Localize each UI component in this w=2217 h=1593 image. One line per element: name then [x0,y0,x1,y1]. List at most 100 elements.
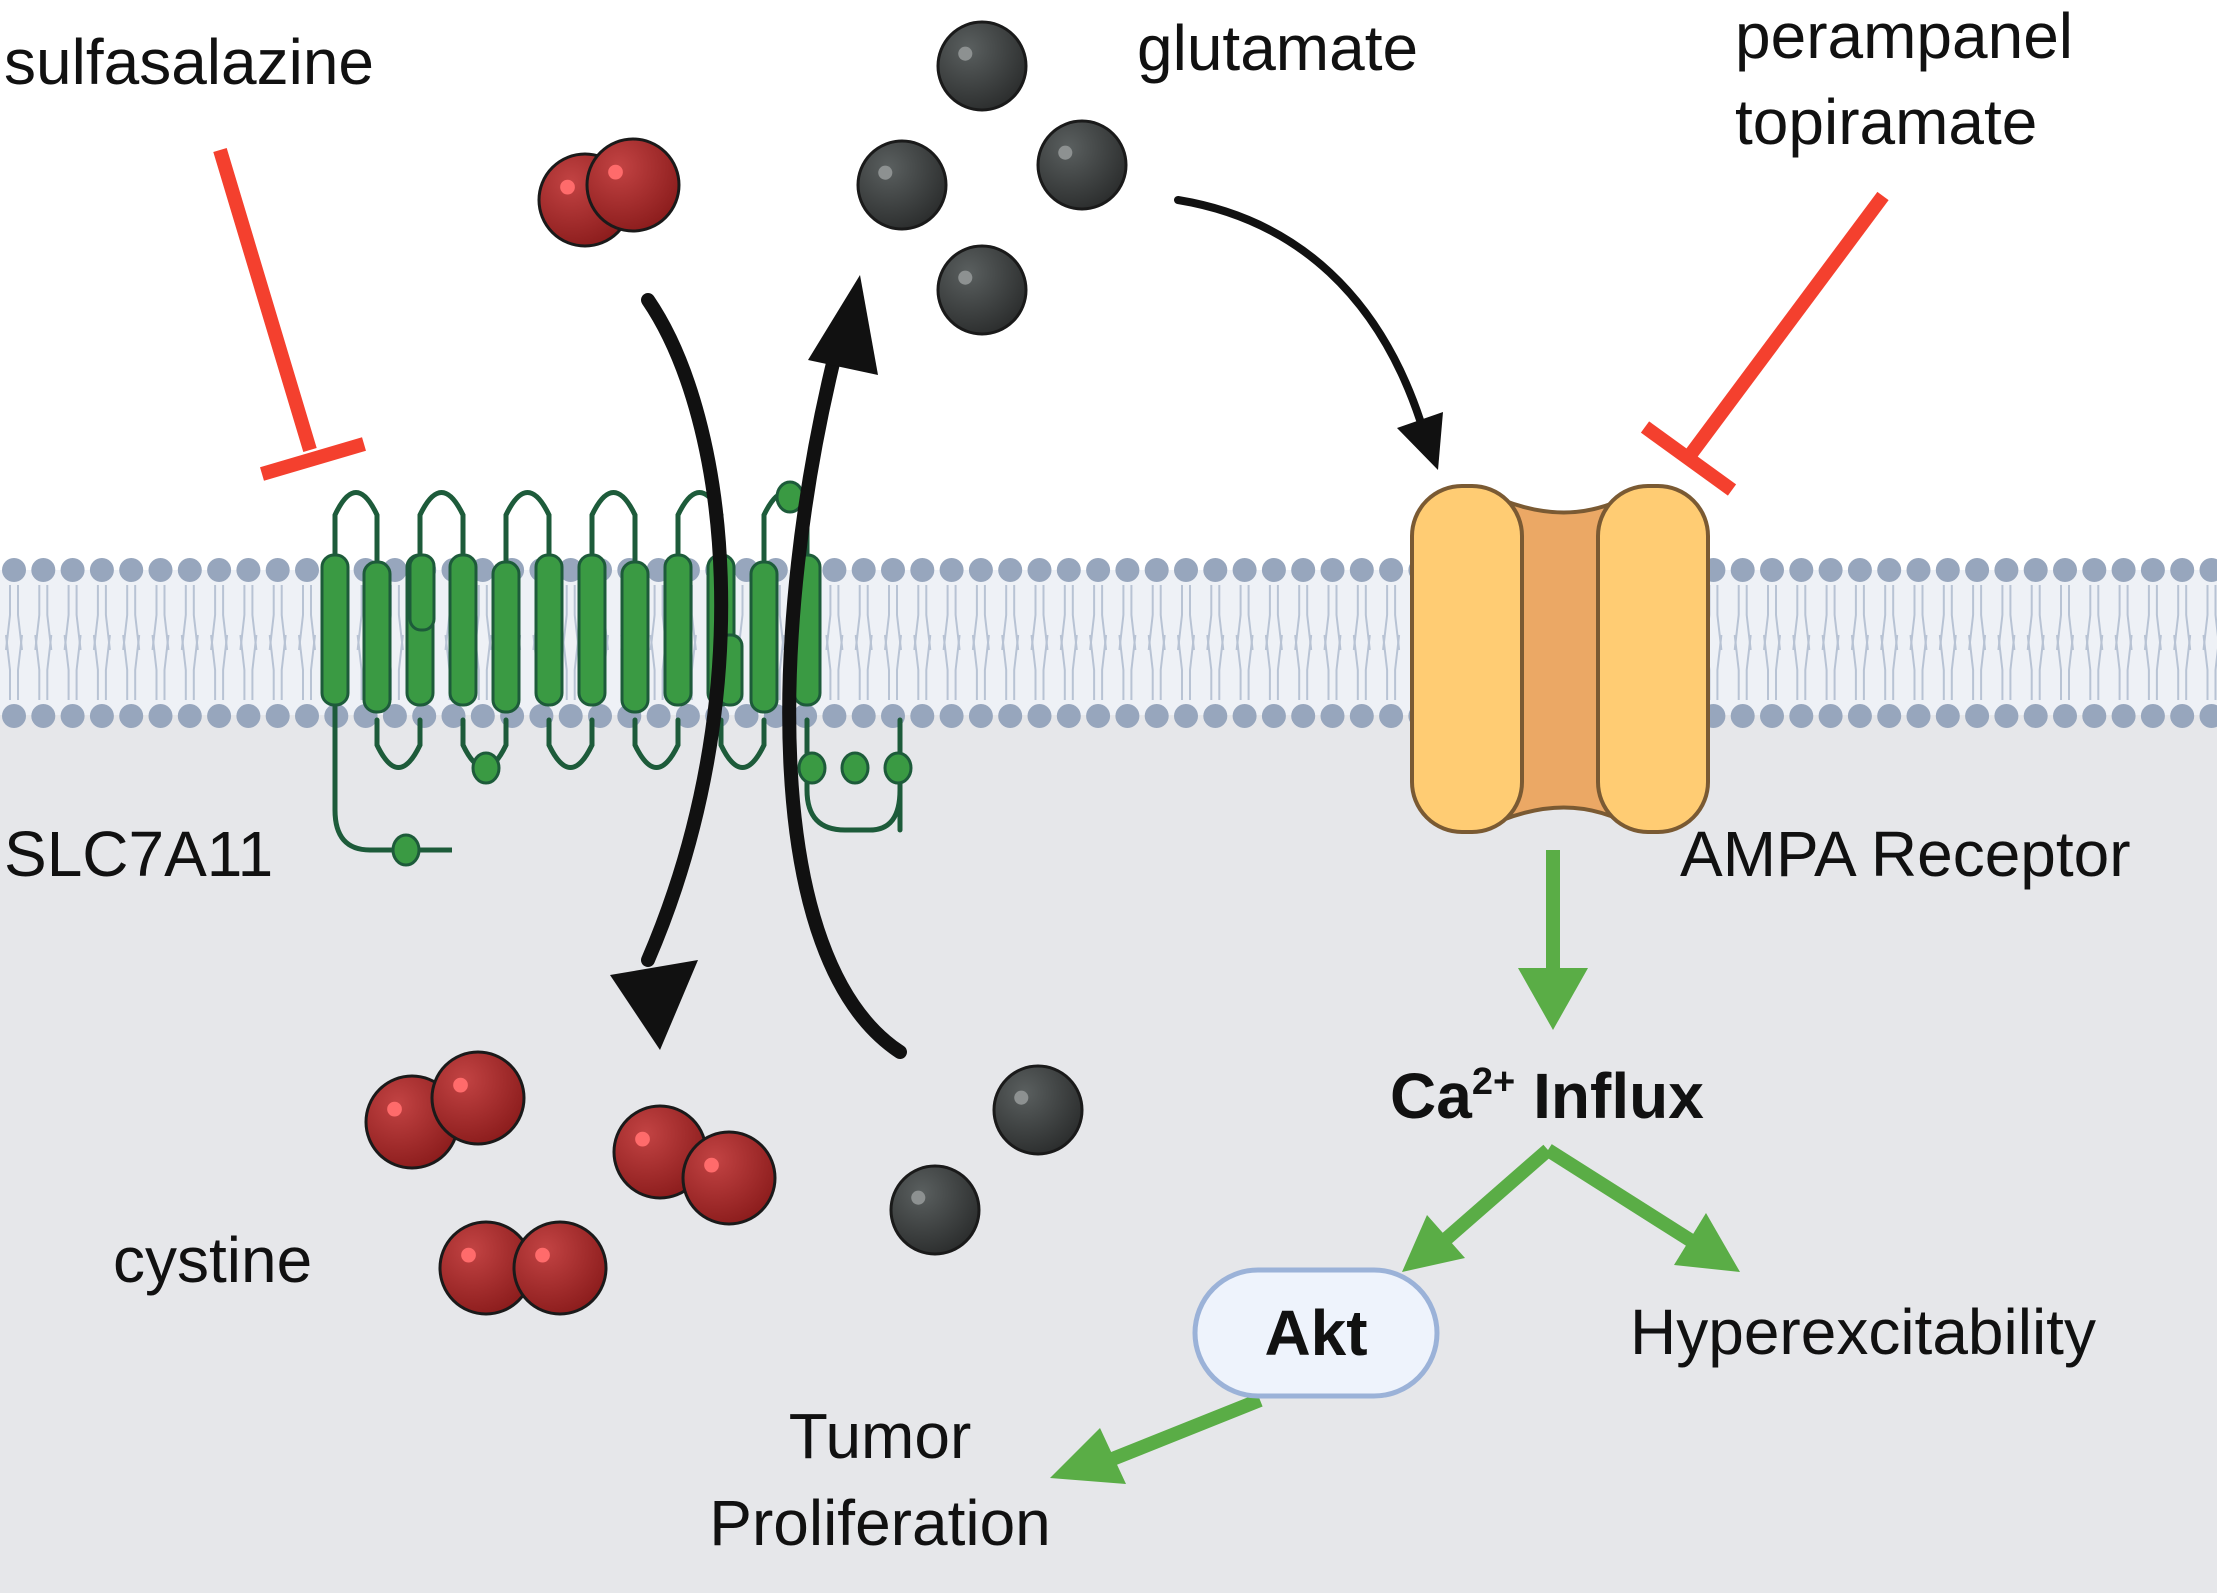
lipid-tail [1909,634,1916,700]
lipid-tail [122,634,129,700]
lipid-tail [983,634,990,700]
perampanel-label: perampanel [1735,0,2073,72]
lipid-tail [925,634,932,700]
lipid-head [998,704,1023,728]
lipid-tail [1880,634,1887,700]
lipid-tail [134,634,141,700]
lipid-tail [2143,634,2150,700]
lipid-head [1115,704,1140,728]
transmembrane-helix [663,553,693,707]
glutamate-molecule-highlight [958,270,973,285]
lipid-tail [310,634,316,700]
lipid-tail [5,634,11,700]
lipid-head [295,704,319,728]
lipid-tail [837,634,844,700]
lipid-head [2,558,26,582]
lipid-head [265,704,290,728]
lipid-tail [2155,634,2162,700]
lipid-head [207,704,232,728]
lipid-head [177,704,202,728]
lipid-tail [1294,634,1301,700]
lipid-tail [46,634,53,700]
lipid-head [295,558,319,582]
lipid-head [89,558,114,582]
ca-text: Ca [1390,1060,1472,1132]
glutamate-molecule [856,139,948,231]
lipid-tail [63,634,70,700]
lipid-head [998,558,1023,582]
lipid-head [119,558,144,582]
lipid-tail [34,634,41,700]
lipid-tail [1264,634,1271,700]
lipid-head [1203,704,1228,728]
lipid-tail [1980,634,1987,700]
lipid-tail [1892,634,1899,700]
molecules [364,20,1128,1316]
lipid-head [1730,558,1755,582]
lipid-tail [778,634,785,700]
slc7a11-label: SLC7A11 [4,818,273,890]
lipid-head [236,704,261,728]
influx-text: Influx [1533,1060,1704,1132]
lipid-head [177,558,202,582]
lipid-head [1935,558,1960,582]
lipid-tail [1071,634,1078,700]
sulfasalazine-label: sulfasalazine [4,26,374,98]
lipid-tail [1147,634,1154,700]
transporter-knob [840,751,870,785]
lipid-tail [2202,634,2209,700]
lipid-tail [104,634,111,700]
lipid-head [1760,704,1784,728]
lipid-tail [1189,634,1195,700]
cystine-import-arrow [610,293,729,1050]
lipid-tail [298,634,304,700]
lipid-tail [1042,634,1049,700]
transporter-loop [332,697,413,853]
lipid-head [851,558,876,582]
akt-label: Akt [1264,1297,1367,1369]
lipid-head [968,704,993,728]
lipid-tail [2097,634,2104,700]
transmembrane-helix [577,553,607,707]
glutamate-molecule [936,20,1028,112]
lipid-head [2199,704,2217,728]
glutamate-to-ampa-arrow [1174,196,1443,470]
transporter-loop [332,490,380,563]
glutamate-molecule-highlight [1014,1090,1029,1105]
lipid-tail [1130,634,1137,700]
lipid-tail [1821,634,1828,700]
lipid-tail [1382,634,1389,700]
lipid-head [2053,704,2077,728]
lipid-tail [1804,634,1811,700]
cystine-molecule-highlight [560,179,575,195]
lipid-tail [1394,634,1401,700]
lipid-tail [2114,634,2121,700]
lipid-head [1818,704,1843,728]
lipid-tail [573,634,580,700]
receptor-to-ca-arrow [1518,850,1588,1030]
lipid-tail [192,634,199,700]
lipid-head [1291,704,1316,728]
glutamate-molecule-highlight [878,165,893,180]
lipid-head [1965,558,1990,582]
extracellular-space [0,0,2217,570]
lipid-head [1965,704,1990,728]
lipid-head [1203,558,1228,582]
lipid-tail [1775,634,1781,700]
lipid-tail [485,634,492,700]
lipid-tail [1177,634,1183,700]
lipid-head [558,558,583,582]
lipid-tail [1306,634,1313,700]
lipid-head [1144,558,1169,582]
lipid-tail [1921,634,1928,700]
lipid-tail [2185,634,2192,700]
lipid-head [2111,558,2136,582]
lipid-head [675,704,700,728]
helix-segment [408,553,436,632]
lipid-tail [1335,634,1342,700]
lipid-tail [1101,634,1108,700]
cystine-molecule [681,1130,777,1226]
lipid-tail [239,634,246,700]
transporter-knob [883,751,913,785]
glutamate-molecule-highlight [958,46,973,61]
